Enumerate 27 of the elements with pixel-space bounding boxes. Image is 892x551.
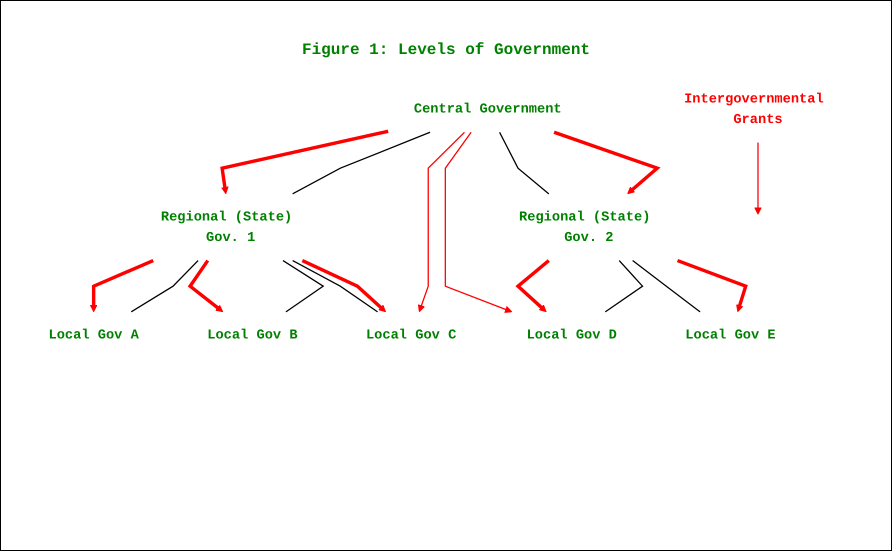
node-label: Local Gov E <box>685 326 776 345</box>
node-label: Local Gov C <box>366 326 456 345</box>
connector-line <box>282 260 324 312</box>
leader-arrow <box>754 142 762 215</box>
node-label: Regional (State) Gov. 1 <box>160 208 294 248</box>
connector-line <box>292 132 430 194</box>
node-label: Local Gov B <box>207 326 298 345</box>
arrow <box>444 132 512 313</box>
arrow <box>302 259 386 312</box>
arrow <box>90 258 154 312</box>
connector-line <box>499 132 550 194</box>
node-label: Local Gov A <box>48 326 139 345</box>
node-label: Regional (State) Gov. 2 <box>518 208 652 248</box>
annotation-label: Intergovernmental Grants <box>683 90 825 130</box>
arrow <box>676 258 748 312</box>
node-label: Central Government <box>414 100 562 119</box>
connector-line <box>292 260 378 312</box>
arrow <box>188 260 224 312</box>
figure-title: Figure 1: Levels of Government <box>302 41 590 59</box>
connector-line <box>632 260 700 312</box>
arrow <box>515 259 550 312</box>
node-label: Local Gov D <box>526 326 617 345</box>
arrow <box>220 130 389 194</box>
arrow <box>418 132 465 312</box>
connector-line <box>604 260 644 312</box>
arrow <box>554 130 661 194</box>
connector-line <box>130 260 199 312</box>
